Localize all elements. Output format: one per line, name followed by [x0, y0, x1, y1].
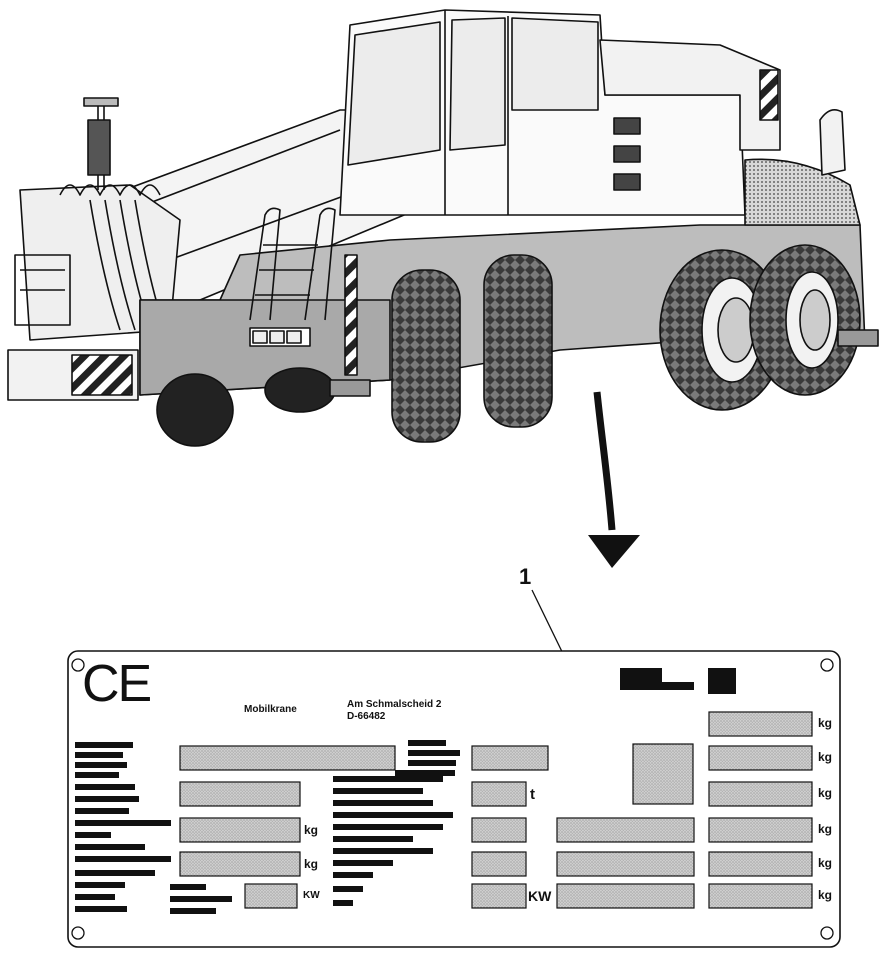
- crane-drawing: [7, 9, 879, 447]
- callout-number: 1: [519, 564, 532, 589]
- hook-block: [83, 97, 119, 190]
- address-postcode: D-66482: [347, 711, 386, 722]
- unit-kg-label: kg: [818, 716, 833, 730]
- unit-t-label: t: [530, 786, 535, 803]
- manufacturer-type-label: Mobilkrane: [244, 704, 297, 715]
- unit-kg-label: kg: [818, 750, 833, 764]
- unit-kg-label: kg: [304, 823, 319, 837]
- engine-cover: [744, 109, 861, 226]
- ladder: [249, 207, 336, 321]
- unit-kg-label: kg: [304, 857, 319, 871]
- unit-kg-label: kg: [818, 822, 833, 836]
- arrow-pointer: [588, 391, 640, 568]
- unit-kg-label: kg: [818, 856, 833, 870]
- unit-kw-label: KW: [303, 890, 320, 901]
- outriggers: [329, 329, 879, 397]
- redacted-text-blocks: [75, 668, 736, 914]
- unit-kg-label: kg: [818, 786, 833, 800]
- unit-kg-label: kg: [818, 888, 833, 902]
- cabin: [339, 9, 781, 216]
- ce-mark: CE: [82, 655, 152, 713]
- value-fields: [179, 711, 813, 909]
- address-street: Am Schmalscheid 2: [347, 699, 442, 710]
- type-plate: [67, 650, 841, 948]
- unit-kw-label: KW: [528, 888, 552, 904]
- wheels: [156, 244, 861, 447]
